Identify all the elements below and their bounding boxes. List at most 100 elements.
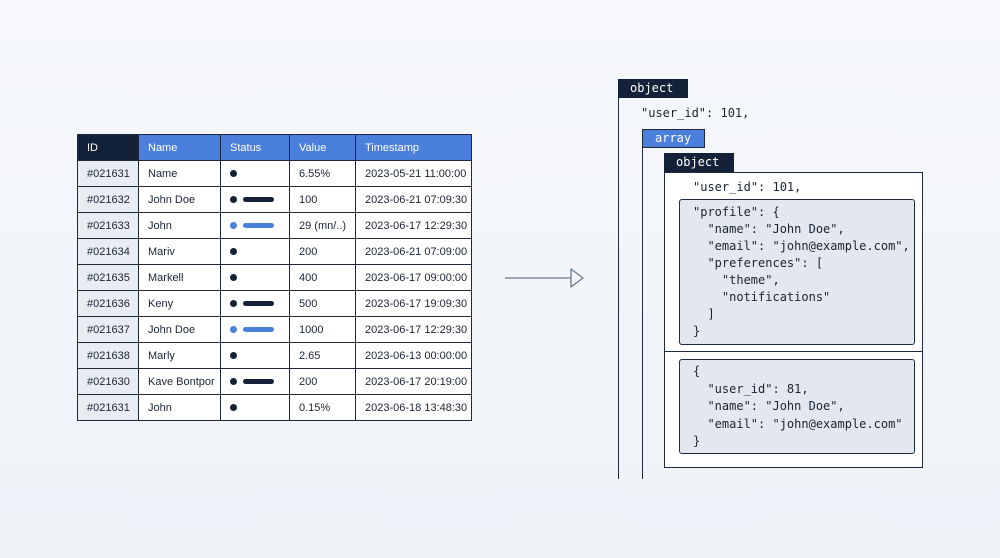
cell-name: Mariv	[138, 238, 221, 265]
profile-line: }	[693, 324, 701, 338]
status-indicator	[230, 196, 289, 203]
column-header-timestamp[interactable]: Timestamp	[355, 134, 472, 161]
item-user-id-field: "user_id": 101,	[693, 180, 802, 194]
cell-id: #021636	[77, 290, 139, 317]
profile-code-block: "profile": { "name": "John Doe", "email"…	[679, 199, 915, 345]
second-item-code-block: { "user_id": 81, "name": "John Doe", "em…	[679, 359, 915, 454]
cell-id: #021637	[77, 316, 139, 343]
status-dot-icon	[230, 352, 237, 359]
cell-id: #021634	[77, 238, 139, 265]
cell-id: #021638	[77, 342, 139, 369]
profile-line: "email": "john@example.com",	[693, 239, 910, 253]
cell-id: #021633	[77, 212, 139, 239]
column-header-value[interactable]: Value	[289, 134, 356, 161]
cell-status	[220, 394, 290, 421]
status-bar-icon	[243, 301, 274, 306]
cell-status	[220, 186, 290, 213]
status-indicator	[230, 378, 289, 385]
cell-name: John Doe	[138, 316, 221, 343]
cell-name: Kave Bontpor	[138, 368, 221, 395]
array-line	[642, 146, 643, 479]
table-header-row: ID Name Status Value Timestamp	[77, 134, 472, 161]
cell-timestamp: 2023-06-17 20:19:00	[355, 368, 472, 395]
status-indicator	[230, 326, 289, 333]
cell-value: 200	[289, 368, 356, 395]
cell-id: #021632	[77, 186, 139, 213]
status-dot-icon	[230, 248, 237, 255]
status-indicator	[230, 170, 289, 177]
cell-value: 200	[289, 238, 356, 265]
cell-timestamp: 2023-06-17 19:09:30	[355, 290, 472, 317]
profile-line: "notifications"	[693, 290, 831, 304]
column-header-name[interactable]: Name	[138, 134, 221, 161]
transform-arrow-icon	[505, 268, 584, 288]
cell-name: Keny	[138, 290, 221, 317]
status-indicator	[230, 352, 289, 359]
column-header-status[interactable]: Status	[220, 134, 290, 161]
data-table: ID Name Status Value Timestamp #021631 Na…	[77, 134, 472, 421]
cell-status	[220, 238, 290, 265]
profile-line: "theme",	[693, 273, 780, 287]
status-bar-icon	[243, 379, 274, 384]
cell-name: Name	[138, 160, 221, 187]
profile-line: "preferences": [	[693, 256, 824, 270]
cell-status	[220, 342, 290, 369]
status-indicator	[230, 274, 289, 281]
second-item-line: {	[693, 364, 701, 378]
cell-value: 500	[289, 290, 356, 317]
cell-name: John Doe	[138, 186, 221, 213]
profile-line: "name": "John Doe",	[693, 222, 845, 236]
array-tag: array	[642, 129, 705, 148]
cell-name: John	[138, 394, 221, 421]
cell-value: 6.55%	[289, 160, 356, 187]
cell-status	[220, 316, 290, 343]
cell-value: 2.65	[289, 342, 356, 369]
status-bar-icon	[243, 197, 274, 202]
status-dot-icon	[230, 222, 237, 229]
status-indicator	[230, 404, 289, 411]
status-dot-icon	[230, 274, 237, 281]
status-dot-icon	[230, 170, 237, 177]
status-indicator	[230, 300, 289, 307]
cell-value: 29 (mn/..)	[289, 212, 356, 239]
root-user-id-field: "user_id": 101,	[641, 106, 750, 120]
cell-timestamp: 2023-06-18 13:48:30	[355, 394, 472, 421]
status-dot-icon	[230, 404, 237, 411]
cell-timestamp: 2023-06-17 09:00:00	[355, 264, 472, 291]
status-indicator	[230, 248, 289, 255]
cell-value: 100	[289, 186, 356, 213]
cell-value: 1000	[289, 316, 356, 343]
cell-id: #021630	[77, 368, 139, 395]
status-bar-icon	[243, 223, 274, 228]
cell-value: 0.15%	[289, 394, 356, 421]
root-object-line	[618, 97, 619, 479]
cell-timestamp: 2023-06-17 12:29:30	[355, 316, 472, 343]
item-object-tag: object	[664, 153, 734, 172]
status-dot-icon	[230, 300, 237, 307]
root-object-tag: object	[618, 79, 688, 98]
cell-status	[220, 212, 290, 239]
cell-timestamp: 2023-06-13 00:00:00	[355, 342, 472, 369]
cell-timestamp: 2023-05-21 11:00:00	[355, 160, 472, 187]
cell-value: 400	[289, 264, 356, 291]
status-dot-icon	[230, 196, 237, 203]
second-item-line: "user_id": 81,	[693, 382, 809, 396]
cell-id: #021631	[77, 394, 139, 421]
cell-timestamp: 2023-06-21 07:09:30	[355, 186, 472, 213]
cell-status	[220, 160, 290, 187]
status-dot-icon	[230, 378, 237, 385]
column-header-id[interactable]: ID	[77, 134, 139, 161]
second-item-line: "name": "John Doe",	[693, 399, 845, 413]
cell-status	[220, 368, 290, 395]
